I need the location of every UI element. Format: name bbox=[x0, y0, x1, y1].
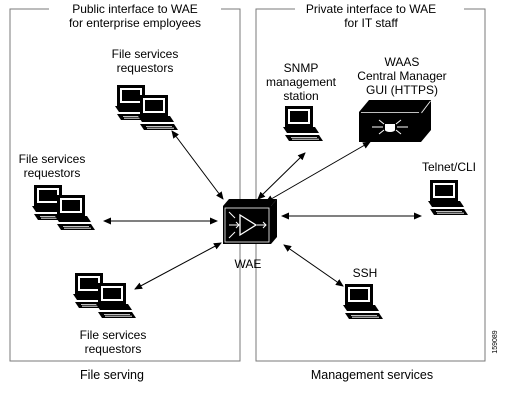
right-panel-caption: Management services bbox=[311, 368, 433, 382]
workstation-icon bbox=[73, 273, 136, 318]
arrow-ssh bbox=[283, 244, 344, 287]
ssh-label: SSH bbox=[353, 266, 378, 280]
fs-left-label-line1: File services bbox=[19, 152, 86, 166]
arrow-waas bbox=[265, 141, 371, 203]
snmp-label-line3: station bbox=[283, 89, 318, 103]
right-panel-title-line1: Private interface to WAE bbox=[306, 2, 436, 16]
workstation-icon bbox=[282, 105, 324, 142]
workstation-icon bbox=[32, 185, 95, 230]
waas-label-line2: Central Manager bbox=[357, 69, 446, 83]
workstation-icon bbox=[427, 179, 469, 216]
wae-appliance-icon bbox=[223, 199, 277, 244]
arrow-snmp bbox=[257, 152, 306, 200]
arrow-fs-bottom bbox=[134, 242, 222, 290]
right-panel-title-line2: for IT staff bbox=[344, 16, 398, 30]
workstation-icon bbox=[342, 283, 384, 320]
right-panel bbox=[255, 8, 486, 362]
snmp-label-line2: management bbox=[266, 75, 337, 89]
left-panel bbox=[9, 8, 241, 362]
figure-id: 159089 bbox=[492, 330, 499, 353]
left-panel-title-line2: for enterprise employees bbox=[69, 16, 201, 30]
left-panel-caption: File serving bbox=[80, 368, 144, 382]
waas-label-line1: WAAS bbox=[385, 55, 420, 69]
fs-left-label-line2: requestors bbox=[24, 166, 81, 180]
left-panel-title-line1: Public interface to WAE bbox=[72, 2, 198, 16]
wae-label: WAE bbox=[235, 257, 262, 271]
fs-bottom-label-line2: requestors bbox=[85, 342, 142, 356]
arrow-fs-top bbox=[171, 130, 224, 200]
fs-bottom-label-line1: File services bbox=[80, 328, 147, 342]
workstation-icon bbox=[115, 85, 178, 130]
connectors bbox=[103, 130, 422, 290]
fs-top-label-line2: requestors bbox=[117, 61, 174, 75]
waas-label-line3: GUI (HTTPS) bbox=[366, 83, 438, 97]
fs-top-label-line1: File services bbox=[112, 47, 179, 61]
telnet-label: Telnet/CLI bbox=[422, 160, 476, 174]
central-manager-icon bbox=[359, 100, 431, 142]
snmp-label-line1: SNMP bbox=[284, 61, 319, 75]
